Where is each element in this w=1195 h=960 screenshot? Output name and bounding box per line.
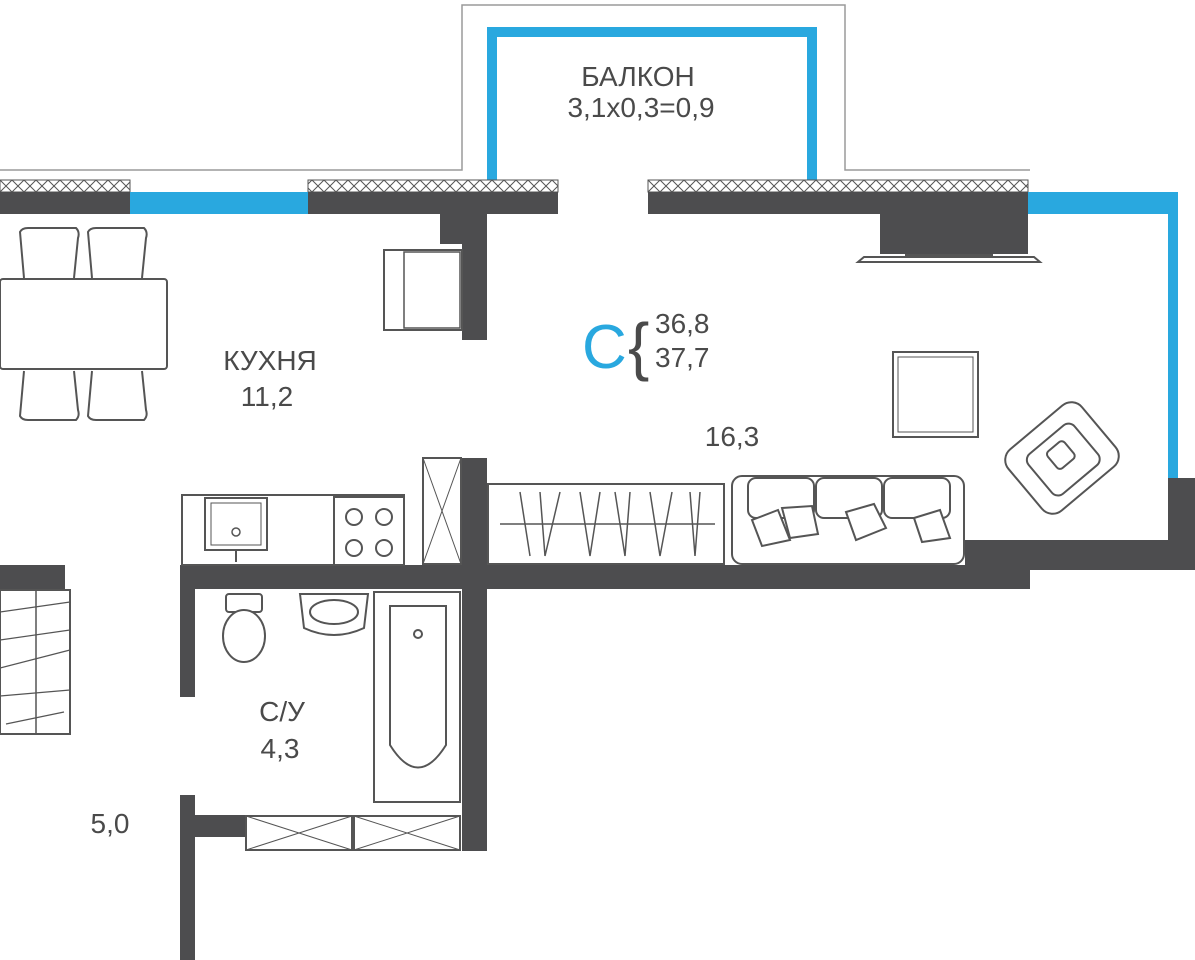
bathtub bbox=[373, 591, 461, 803]
toilet bbox=[222, 593, 266, 663]
balcony-area: 3,1x0,3=0,9 bbox=[567, 92, 714, 123]
dining-table bbox=[0, 227, 168, 421]
apartment-type: С bbox=[582, 313, 627, 382]
apartment-brace: { bbox=[628, 310, 649, 382]
hall-cabinets bbox=[245, 815, 461, 851]
balcony-outline bbox=[0, 4, 1030, 171]
washbasin bbox=[298, 593, 370, 636]
interior-walls bbox=[0, 214, 1178, 960]
balcony-label: БАЛКОН bbox=[581, 61, 694, 92]
armchair bbox=[1004, 401, 1120, 515]
window-right bbox=[1168, 214, 1178, 478]
fridge bbox=[383, 249, 463, 331]
hall-wardrobe bbox=[0, 589, 71, 735]
window-kitchen bbox=[130, 192, 308, 214]
window-corner-top bbox=[1028, 192, 1178, 214]
coffee-table bbox=[892, 351, 979, 438]
hall-area: 5,0 bbox=[91, 808, 130, 839]
apartment-area-living: 36,8 bbox=[655, 308, 710, 339]
tv-unit bbox=[855, 254, 1043, 263]
cooktop bbox=[333, 496, 405, 566]
exterior-wall-top bbox=[0, 179, 1029, 214]
wardrobe bbox=[487, 483, 725, 565]
bathroom-area: 4,3 bbox=[261, 733, 300, 764]
apartment-area-total: 37,7 bbox=[655, 342, 710, 373]
living-room-area: 16,3 bbox=[705, 421, 760, 452]
sofa bbox=[731, 475, 965, 565]
tall-cabinet bbox=[422, 457, 462, 565]
kitchen-area: 11,2 bbox=[241, 381, 293, 412]
balcony-door-jamb bbox=[558, 180, 648, 181]
kitchen-label: КУХНЯ bbox=[223, 345, 317, 376]
balcony-glazing bbox=[487, 27, 817, 182]
bathroom-label: С/У bbox=[259, 696, 305, 727]
